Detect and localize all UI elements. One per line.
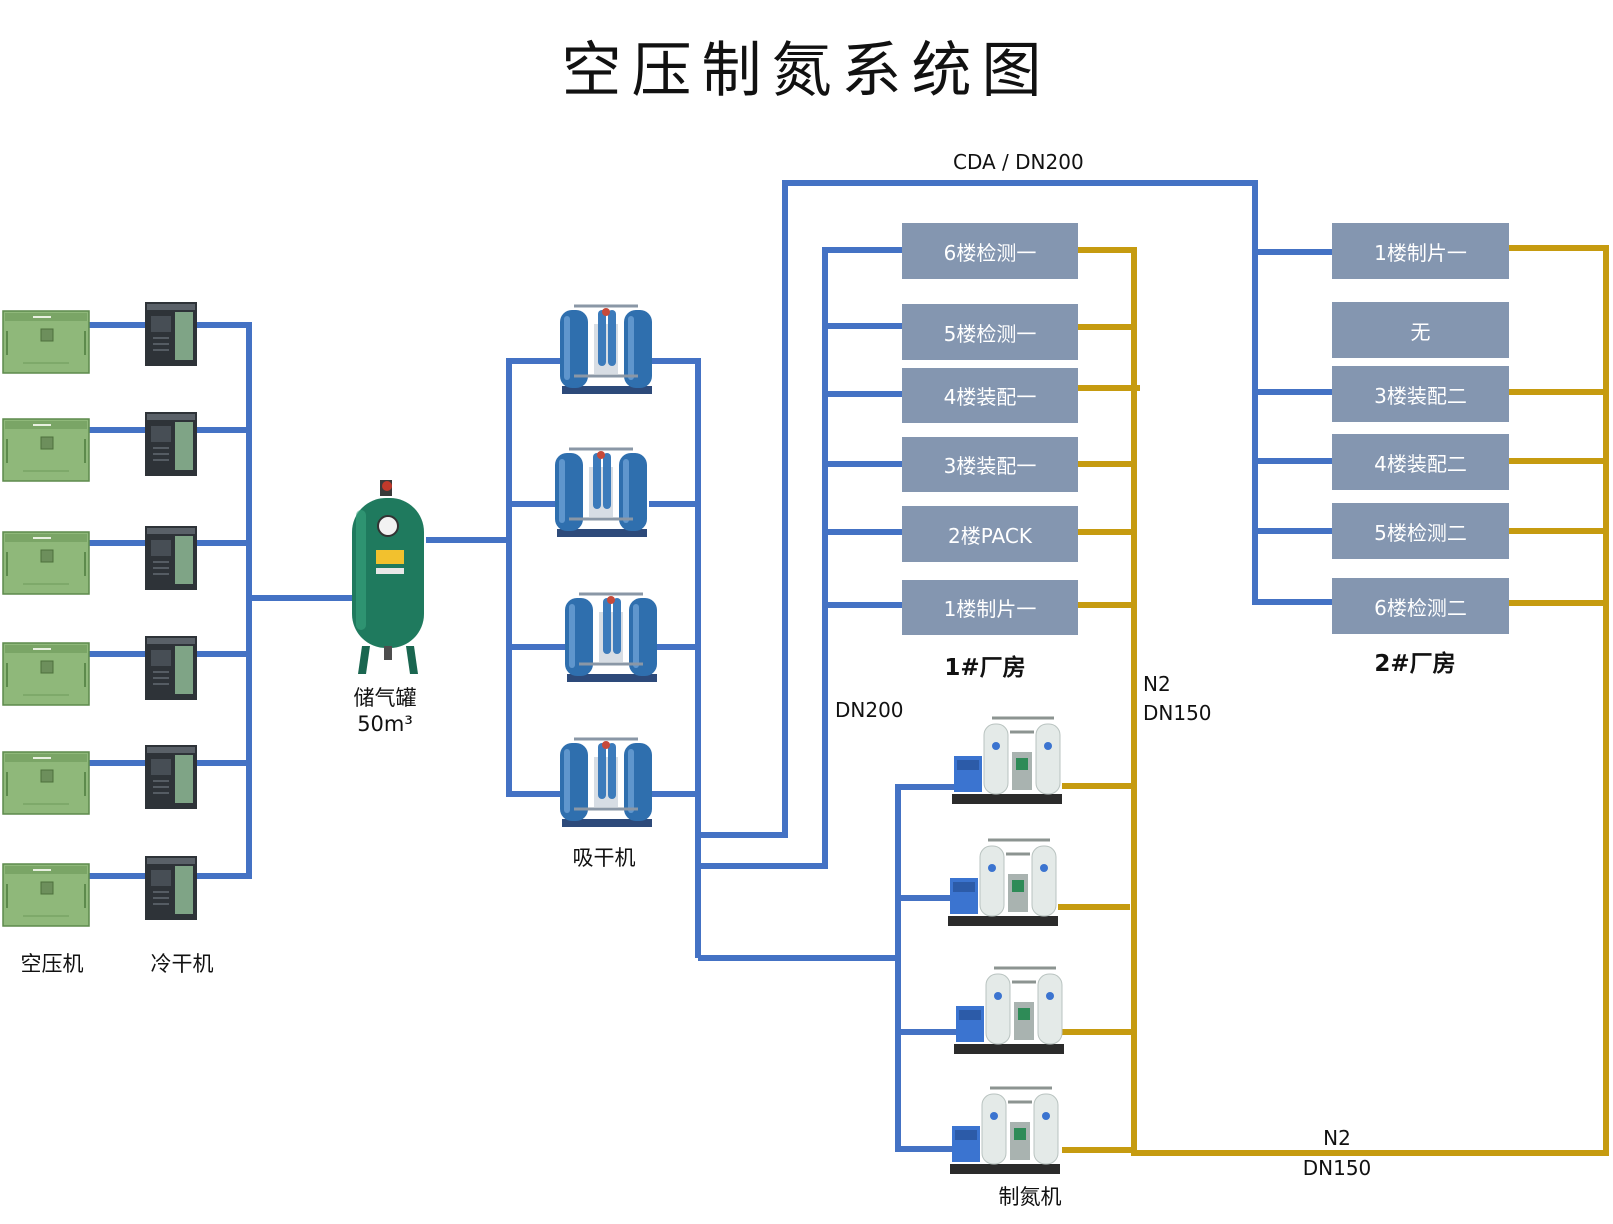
building2-room-3f: 3楼装配二 xyxy=(1332,366,1509,422)
building2-room-none: 无 xyxy=(1332,302,1509,358)
nitrogen-generator-label: 制氮机 xyxy=(998,1185,1062,1209)
refrigerated-dryer-icon xyxy=(144,301,198,921)
building2-room-5f: 5楼检测二 xyxy=(1332,503,1509,559)
building1-room-2f: 2楼PACK xyxy=(902,506,1078,562)
building2-label: 2#厂房 xyxy=(1374,651,1456,677)
air-tank-icon xyxy=(352,480,424,674)
building1-room-3f: 3楼装配一 xyxy=(902,437,1078,492)
dryer-label: 吸干机 xyxy=(572,846,636,870)
diagram-title: 空压制氮系统图 xyxy=(561,36,1052,106)
building1-label: 1#厂房 xyxy=(944,655,1026,681)
building1-room-6f: 6楼检测一 xyxy=(902,223,1078,279)
tank-volume-label: 50m³ xyxy=(357,712,413,736)
air-compressor-icon xyxy=(2,310,90,927)
n2-vertical-label: N2 xyxy=(1143,672,1171,696)
n2-vertical-size-label: DN150 xyxy=(1143,701,1212,725)
adsorption-dryer-icon xyxy=(553,304,659,829)
building1-room-5f: 5楼检测一 xyxy=(902,304,1078,360)
building2-room-6f: 6楼检测二 xyxy=(1332,578,1509,634)
nitrogen-generator-icon xyxy=(946,716,1066,1176)
tank-name-label: 储气罐 xyxy=(353,686,417,710)
compressor-label: 空压机 xyxy=(20,952,84,976)
building1-room-4f: 4楼装配一 xyxy=(902,368,1078,423)
building1-room-1f: 1楼制片一 xyxy=(902,580,1078,635)
building2-room-1f: 1楼制片一 xyxy=(1332,223,1509,279)
cooler-label: 冷干机 xyxy=(150,952,214,976)
dn200-branch-label: DN200 xyxy=(835,698,904,722)
n2-bottom-label: N2 xyxy=(1323,1126,1351,1150)
cda-main-pipe-label: CDA / DN200 xyxy=(953,150,1084,174)
n2-bottom-size-label: DN150 xyxy=(1302,1156,1372,1180)
building2-room-4f: 4楼装配二 xyxy=(1332,434,1509,490)
